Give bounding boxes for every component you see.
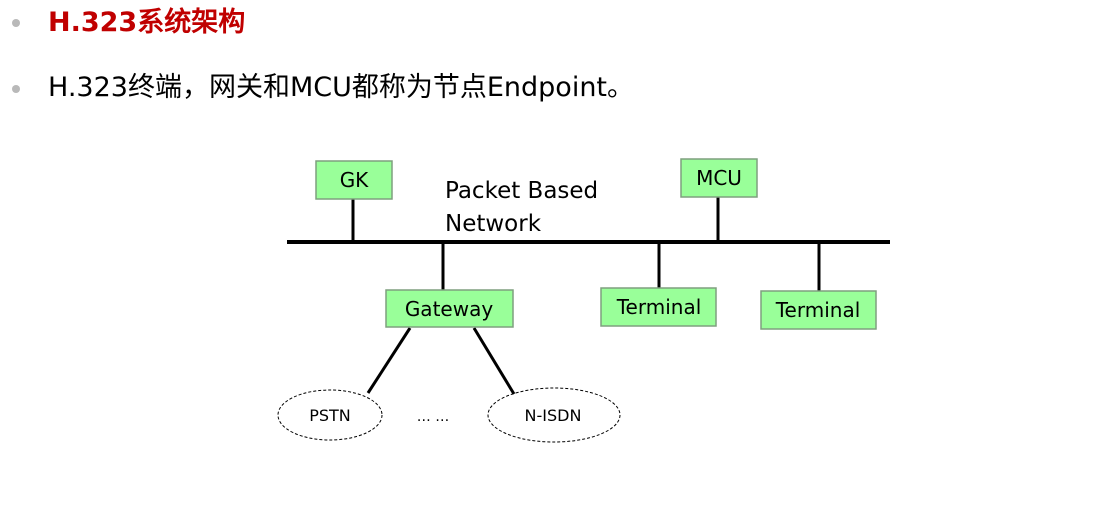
pstn-label: PSTN: [309, 406, 351, 425]
gk-node: GK: [315, 160, 393, 200]
slide-description: H.323终端，网关和MCU都称为节点Endpoint。: [48, 72, 635, 103]
gateway-node: Gateway: [385, 289, 514, 328]
gateway-label: Gateway: [405, 297, 494, 321]
mcu-label: MCU: [696, 166, 742, 190]
terminal-1-label: Terminal: [616, 295, 702, 319]
nisdn-cloud: N-ISDN: [487, 387, 621, 443]
nisdn-ellipse: [487, 387, 621, 443]
mcu-box: [680, 158, 758, 198]
bullet-title: H.323系统架构: [0, 3, 600, 43]
terminal-2-node: Terminal: [760, 290, 877, 330]
terminal-1-box: [600, 287, 717, 327]
mcu-node: MCU: [680, 158, 758, 198]
bullet-dot: [12, 85, 20, 93]
terminal-2-box: [760, 290, 877, 330]
pstn-cloud: PSTN: [277, 389, 383, 441]
terminal-1-node: Terminal: [600, 287, 717, 327]
gateway-box: [385, 289, 514, 328]
slide-title: H.323系统架构: [48, 7, 246, 38]
gk-box: [315, 160, 393, 200]
bullet-description: H.323终端，网关和MCU都称为节点Endpoint。: [0, 68, 900, 108]
gateway-pstn-link: [366, 327, 412, 394]
gk-label: GK: [340, 168, 369, 192]
network-label-line2: Network: [445, 211, 542, 237]
ellipsis-label: … …: [417, 409, 449, 425]
pstn-ellipse: [277, 389, 383, 441]
network-label-line1: Packet Based: [445, 178, 598, 204]
bullet-dot: [12, 19, 20, 27]
nisdn-label: N-ISDN: [525, 406, 582, 425]
terminal-2-label: Terminal: [775, 298, 861, 322]
gateway-nisdn-link: [472, 327, 516, 395]
